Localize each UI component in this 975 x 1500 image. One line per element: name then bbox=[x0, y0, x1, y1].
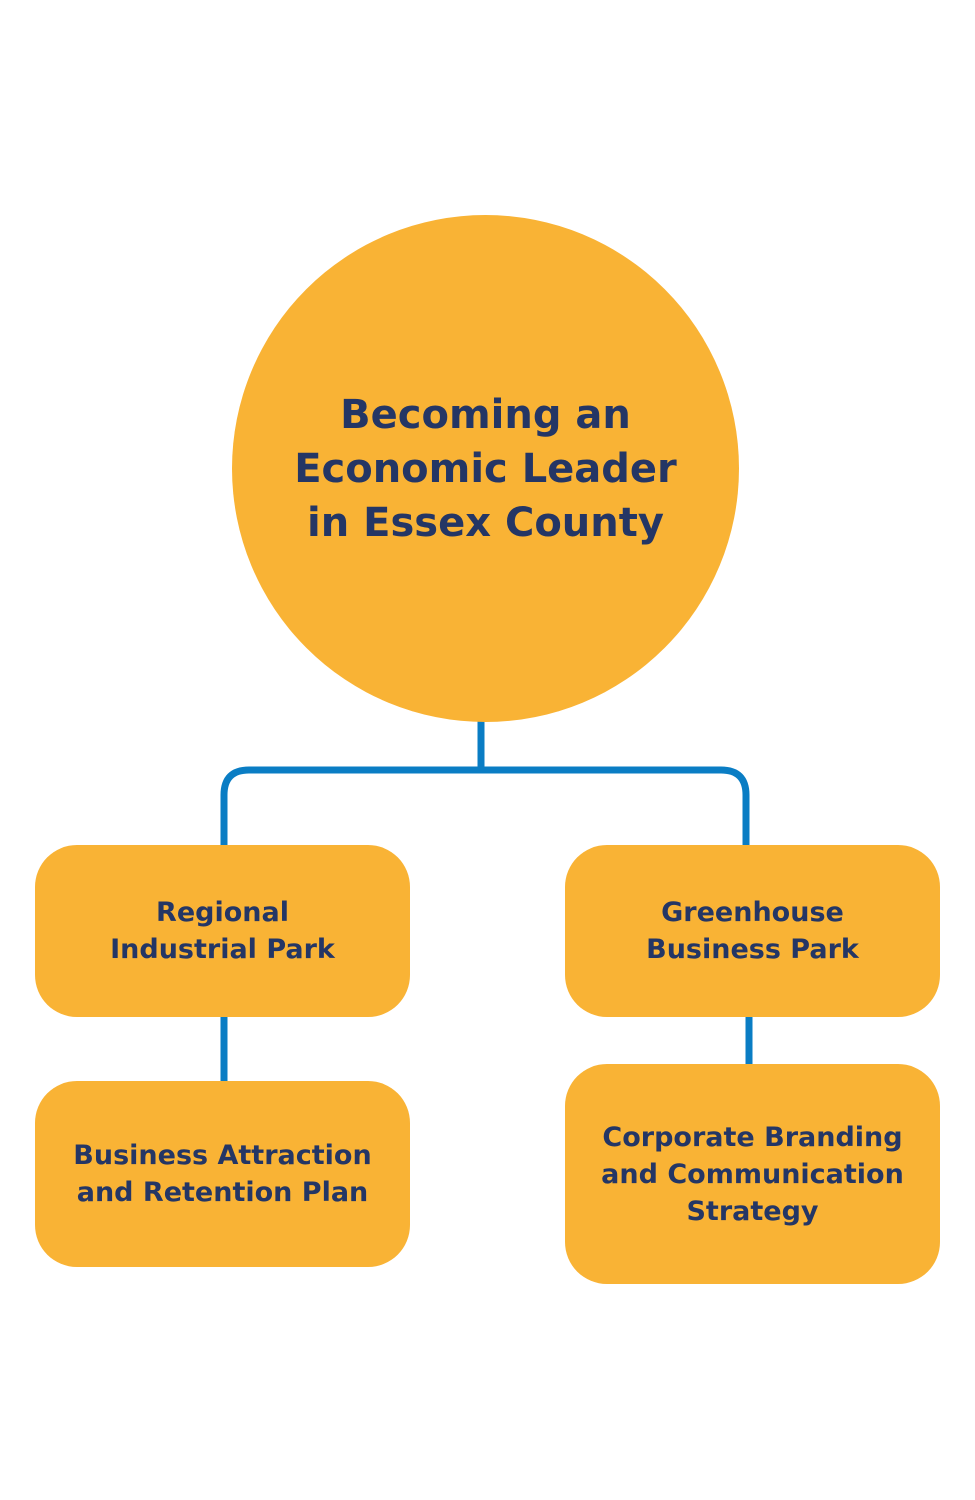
node-label: Corporate Branding and Communication Str… bbox=[601, 1121, 904, 1227]
node-business-attraction-plan: Business Attraction and Retention Plan bbox=[35, 1081, 410, 1267]
root-title: Becoming an Economic Leader in Essex Cou… bbox=[294, 391, 677, 546]
node-corporate-branding-strategy: Corporate Branding and Communication Str… bbox=[565, 1064, 940, 1284]
node-label: Business Attraction and Retention Plan bbox=[73, 1140, 372, 1208]
root-node: Becoming an Economic Leader in Essex Cou… bbox=[232, 215, 739, 722]
branch-connector bbox=[220, 766, 750, 848]
node-regional-industrial-park: Regional Industrial Park bbox=[35, 845, 410, 1017]
node-greenhouse-business-park: Greenhouse Business Park bbox=[565, 845, 940, 1017]
node-label: Greenhouse Business Park bbox=[646, 897, 859, 965]
node-label: Regional Industrial Park bbox=[110, 897, 335, 965]
